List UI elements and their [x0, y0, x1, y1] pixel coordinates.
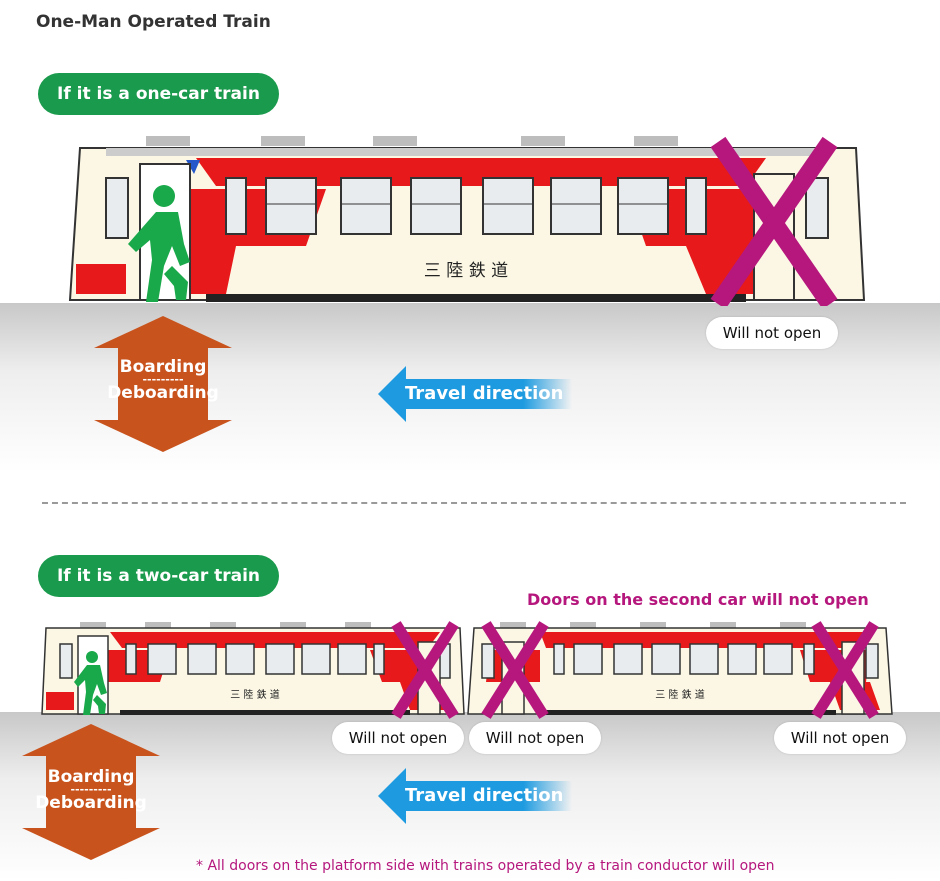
travel-arrow-icon: [378, 366, 572, 422]
door-closed-x-icon: [391, 621, 459, 719]
train-name: 三 陸 鉄 道: [230, 688, 280, 701]
second-car-note: Doors on the second car will not open: [527, 590, 869, 609]
boarding-arrow-icon: [94, 316, 232, 452]
boarding-label: Boarding: [47, 767, 135, 787]
will-not-open-label: Will not open: [706, 317, 838, 349]
first-car: 三 陸 鉄 道: [41, 622, 465, 715]
travel-arrow-icon: [378, 768, 572, 824]
door-closed-x-icon: [710, 136, 838, 306]
boarding-separator: ---------: [142, 373, 184, 386]
will-not-open-label: Will not open: [469, 722, 601, 754]
one-car-heading: If it is a one-car train: [38, 73, 279, 115]
door-closed-x-icon: [811, 621, 879, 719]
deboarding-label: Deboarding: [35, 793, 147, 813]
passenger-icon: [74, 651, 107, 715]
will-not-open-label: Will not open: [774, 722, 906, 754]
boarding-label: Boarding: [119, 357, 207, 377]
deboarding-label: Deboarding: [107, 383, 219, 403]
footnote: * All doors on the platform side with tr…: [196, 858, 775, 874]
page-title: One-Man Operated Train: [36, 12, 271, 32]
boarding-arrow-icon: [22, 724, 160, 860]
boarding-separator: ---------: [70, 783, 112, 796]
passenger-icon: [128, 185, 190, 302]
two-car-train: 三 陸 鉄 道 三 陸 鉄 道: [41, 621, 893, 719]
train-name: 三 陸 鉄 道: [424, 261, 508, 281]
will-not-open-label: Will not open: [332, 722, 464, 754]
travel-direction-label: Travel direction: [405, 785, 564, 806]
two-car-heading: If it is a two-car train: [38, 555, 279, 597]
boarding-text: Boarding --------- Deboarding: [104, 358, 222, 402]
train-name: 三 陸 鉄 道: [655, 688, 705, 701]
section-divider: [42, 502, 906, 504]
second-car: 三 陸 鉄 道: [467, 622, 893, 715]
door-closed-x-icon: [481, 621, 549, 719]
travel-direction-label: Travel direction: [405, 383, 564, 404]
one-car-train: 三 陸 鉄 道: [68, 136, 866, 306]
boarding-text: Boarding --------- Deboarding: [32, 768, 150, 812]
